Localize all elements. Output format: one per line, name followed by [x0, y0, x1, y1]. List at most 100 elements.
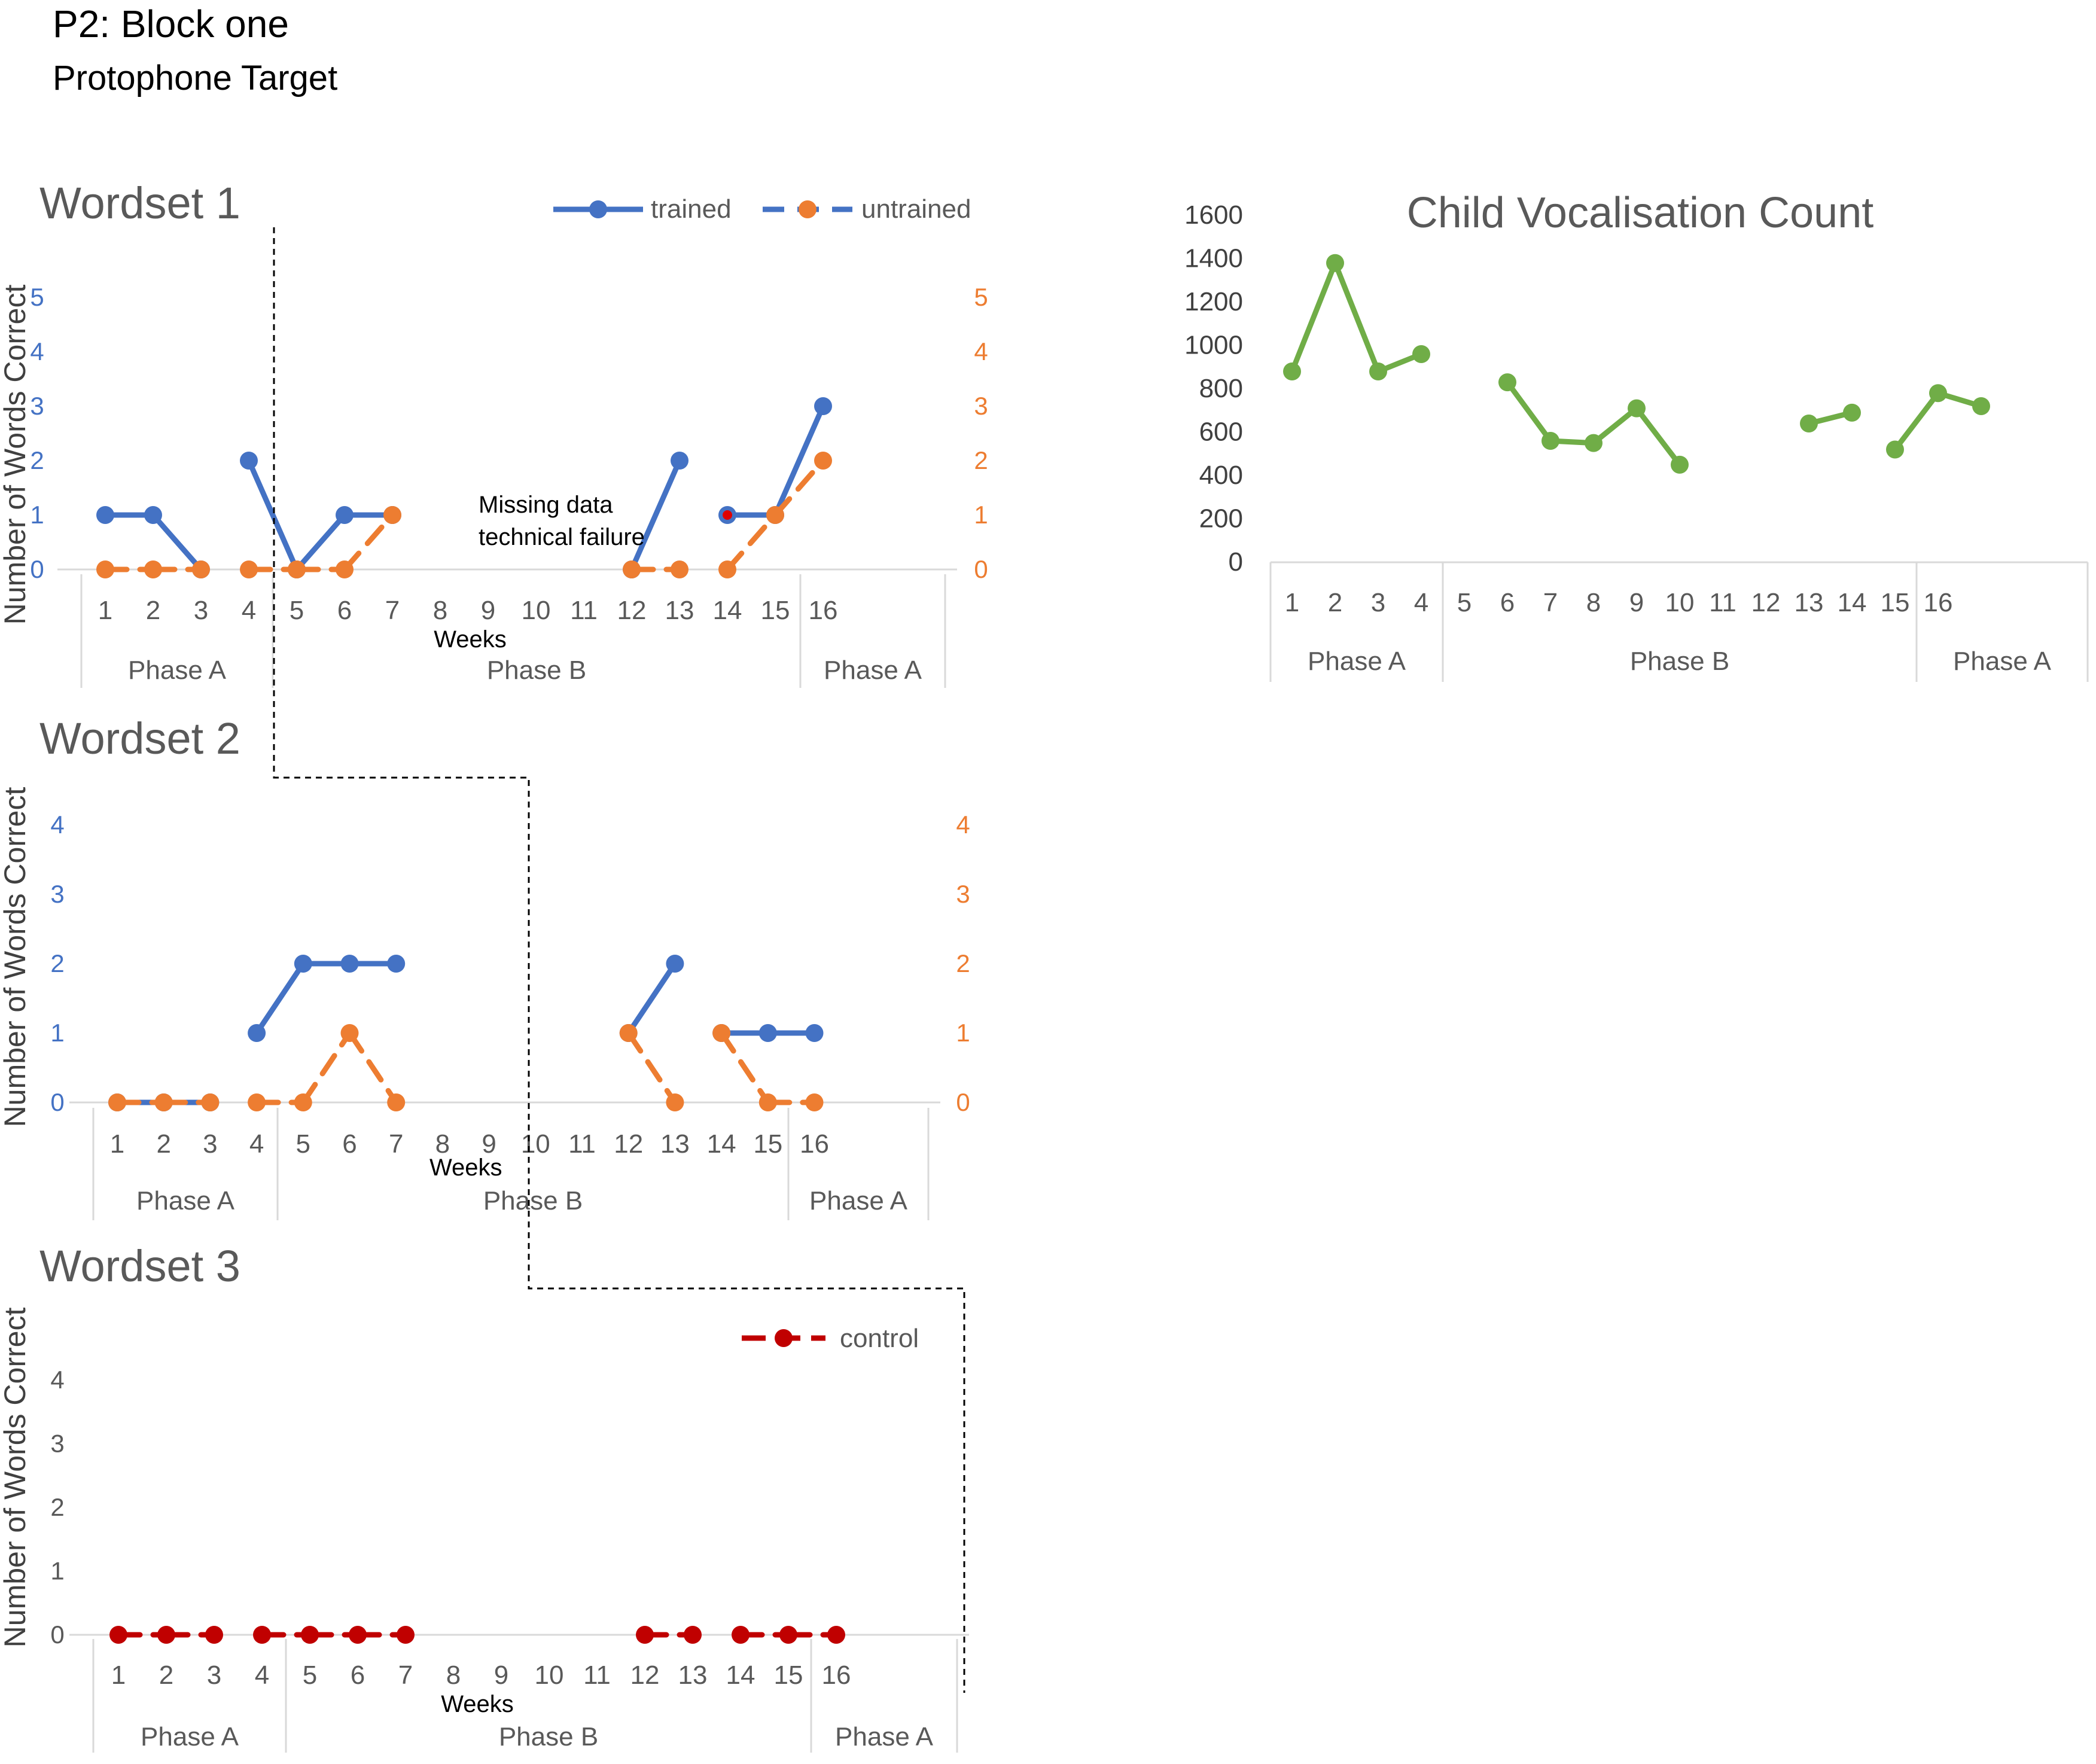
wordset2-y-label: Number of Words Correct	[0, 787, 32, 1128]
vocalisation-x-tick: 14	[1838, 588, 1867, 617]
wordset1-x-tick: 3	[194, 596, 208, 625]
wordset3-title: Wordset 3	[39, 1241, 240, 1291]
wordset1-untrained-segment	[342, 512, 395, 572]
wordset2-y-tick-left: 3	[50, 880, 64, 908]
wordset1-title: Wordset 1	[39, 178, 240, 228]
wordset1-x-tick: 6	[337, 596, 352, 625]
wordset3-y-label: Number of Words Correct	[0, 1308, 32, 1648]
wordset2-phase-label: Phase A	[809, 1186, 908, 1215]
vocal-y-tick: 1600	[1184, 200, 1243, 230]
vocalisation-x-tick: 6	[1500, 588, 1515, 617]
vocalisation-phase-label: Phase A	[1308, 647, 1406, 676]
vocalisation-x-tick: 13	[1795, 588, 1824, 617]
page-subtitle: Protophone Target	[53, 59, 337, 98]
wordset1-untrained-point	[240, 560, 258, 578]
vocalisation-series-point	[1412, 345, 1430, 363]
wordset2-phase-label: Phase A	[136, 1186, 235, 1215]
wordset3-x-tick: 16	[822, 1661, 851, 1690]
wordset2-x-tick: 11	[568, 1129, 596, 1159]
wordset1-untrained-point	[718, 560, 736, 578]
wordset1-untrained-point	[671, 560, 688, 578]
wordset2-phase-label: Phase B	[483, 1186, 583, 1215]
wordset3-x-tick: 6	[351, 1661, 365, 1690]
wordset1-trained-segment	[629, 458, 683, 572]
wordset3-control-point	[301, 1626, 319, 1644]
wordset3-control-point	[684, 1626, 702, 1644]
wordset1-untrained-point	[144, 560, 162, 578]
wordset1-y-tick-right: 5	[974, 283, 988, 311]
wordset2-trained-point	[294, 955, 312, 973]
wordset2-trained-point	[387, 955, 406, 973]
wordset1-trained-segment	[772, 403, 826, 518]
wordset2-trained-point	[248, 1024, 266, 1042]
wordset3-phase-label: Phase B	[499, 1722, 598, 1751]
wordset2-y-tick-left: 1	[50, 1019, 64, 1047]
vocalisation-series-point	[1886, 440, 1904, 459]
wordset2-trained-point	[666, 955, 684, 973]
wordset2-trained-segment	[254, 961, 306, 1036]
vocalisation-series-point	[1972, 397, 1990, 415]
legend-control-marker	[775, 1329, 793, 1347]
wordset1-trained-segment	[294, 512, 348, 572]
wordset2-untrained-point	[619, 1024, 638, 1042]
vocalisation-series-point	[1671, 455, 1689, 474]
vocalisation-x-tick: 1	[1285, 588, 1299, 617]
wordset3-x-tick: 1	[111, 1661, 126, 1690]
vocalisation-series-segment	[1289, 260, 1338, 374]
wordset1-trained-segment	[150, 512, 204, 572]
vocalisation-x-tick: 7	[1543, 588, 1558, 617]
wordset1-y-tick-left: 0	[30, 555, 44, 583]
vocalisation-phase-label: Phase B	[1630, 647, 1729, 676]
wordset2-untrained-point	[294, 1093, 312, 1111]
wordset1-y-tick-right: 3	[974, 392, 988, 420]
wordset3-control-point	[732, 1626, 750, 1644]
wordset2-untrained-segment	[300, 1030, 352, 1105]
vocalisation-series-segment	[1892, 390, 1941, 452]
vocalisation-x-tick: 12	[1751, 588, 1781, 617]
vocalisation-series-segment	[1332, 260, 1381, 374]
wordset2-x-tick: 14	[707, 1129, 736, 1159]
phase-change-staircase	[273, 227, 965, 1693]
wordset1-x-tick: 16	[809, 596, 838, 625]
vocalisation-x-tick: 2	[1328, 588, 1342, 617]
wordset1-untrained-point	[336, 560, 354, 578]
wordset1-phase-label: Phase A	[128, 656, 227, 685]
wordset2-y-tick-right: 4	[956, 811, 970, 839]
wordset1-untrained-point	[96, 560, 114, 578]
wordset3-control-point	[109, 1626, 127, 1644]
wordset2-untrained-point	[666, 1093, 684, 1111]
vocalisation-series-point	[1585, 434, 1603, 452]
wordset2-y-tick-right: 3	[956, 880, 970, 908]
vocalisation-series-point	[1800, 415, 1818, 432]
wordset2-untrained-point	[712, 1024, 731, 1042]
vocalisation-x-tick: 15	[1881, 588, 1910, 617]
wordset1-x-tick: 4	[242, 596, 256, 625]
wordset2-y-tick-right: 0	[956, 1088, 970, 1116]
wordset3-control-point	[779, 1626, 797, 1644]
vocalisation-series-segment	[1504, 379, 1553, 444]
wordset2-untrained-segment	[718, 1030, 771, 1105]
wordset2-untrained-point	[108, 1093, 126, 1111]
missing-data-annotation-line1: Missing data	[479, 492, 613, 518]
wordset2-y-tick-left: 4	[50, 811, 64, 839]
wordset3-y-tick-left: 3	[50, 1430, 64, 1458]
wordset3-control-point	[349, 1626, 367, 1644]
wordset2-x-tick: 6	[342, 1129, 357, 1159]
wordset3-control-point	[205, 1626, 223, 1644]
wordset2-title: Wordset 2	[39, 714, 240, 763]
wordset1-y-tick-left: 3	[30, 392, 44, 420]
vocalisation-series-segment	[1634, 406, 1683, 468]
wordset2-untrained-segment	[347, 1030, 399, 1105]
wordset1-y-tick-right: 4	[974, 337, 988, 365]
vocal-y-tick: 1200	[1184, 287, 1243, 316]
vocalisation-x-tick: 11	[1709, 588, 1736, 617]
wordset1-untrained-point	[623, 560, 641, 578]
wordset1-y-tick-left: 1	[30, 501, 44, 529]
wordset1-x-tick: 9	[481, 596, 495, 625]
wordset3-x-tick: 4	[255, 1661, 269, 1690]
wordset3-x-tick: 14	[726, 1661, 755, 1690]
wordset1-untrained-point	[288, 560, 306, 578]
missing-data-annotation-line2: technical failure	[479, 524, 645, 550]
vocalisation-x-tick: 4	[1414, 588, 1428, 617]
